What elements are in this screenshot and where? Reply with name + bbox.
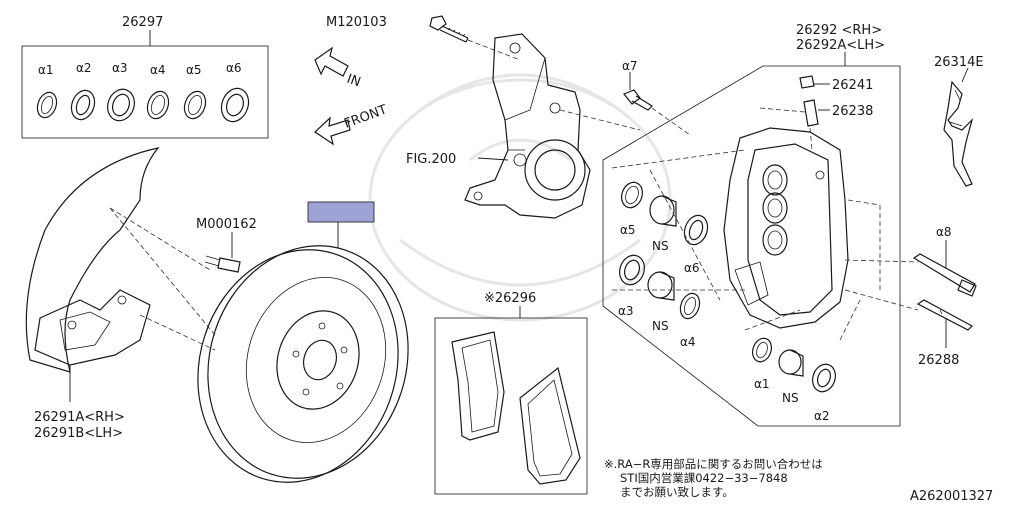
- caliper-assembly-frame: [602, 65, 901, 427]
- label-bleeder: 26238: [832, 104, 873, 119]
- label-pin: 26288: [918, 353, 959, 368]
- seal-a6[interactable]: [217, 85, 253, 126]
- label-spring: 26314E: [934, 55, 984, 70]
- label-caliper-rh: 26292 <RH>: [796, 23, 882, 38]
- label-cal-a5: α5: [620, 223, 636, 237]
- pad-kit-26296[interactable]: [434, 306, 588, 495]
- caliper-seal-a4[interactable]: [677, 291, 703, 322]
- label-cal-a1: α1: [754, 377, 770, 391]
- arrow-front-icon: [314, 116, 351, 146]
- label-seal-a1: α1: [38, 63, 54, 77]
- label-seal-a4: α4: [150, 63, 166, 77]
- label-cal-a2: α2: [814, 409, 830, 423]
- caliper-seal-a2[interactable]: [809, 361, 839, 395]
- label-cal-ns3: NS: [782, 391, 799, 405]
- label-bleeder-cap: 26241: [832, 78, 873, 93]
- seal-a3[interactable]: [103, 86, 138, 125]
- label-pad-kit: ※26296: [484, 291, 536, 306]
- pad-spring-26314e[interactable]: [943, 80, 974, 187]
- pin-26288[interactable]: [916, 299, 973, 331]
- caliper-seal-a5[interactable]: [618, 179, 646, 210]
- label-shield-rh: 26291A<RH>: [34, 410, 125, 425]
- brake-pad-outer[interactable]: [519, 366, 581, 485]
- label-seal-a2: α2: [76, 61, 92, 75]
- note-line-3: までお願い致します。: [620, 485, 734, 499]
- label-bolt-top: M120103: [326, 15, 387, 30]
- diagram-id: A262001327: [910, 489, 993, 504]
- caliper-piston-ns-1[interactable]: [649, 195, 677, 227]
- note-line-1: ※.RA−R専用部品に関するお問い合わせは: [604, 457, 823, 471]
- seal-a1[interactable]: [34, 90, 60, 121]
- label-shield-lh: 26291B<LH>: [34, 426, 123, 441]
- rotor-part-number-highlight: [307, 201, 375, 223]
- label-cal-a6: α6: [684, 261, 700, 275]
- label-bolt-mid: M000162: [196, 217, 257, 232]
- brake-pad-inner[interactable]: [451, 331, 505, 441]
- label-seal-kit: 26297: [122, 15, 163, 30]
- caliper-piston-ns-3[interactable]: [778, 349, 804, 377]
- seal-a5[interactable]: [181, 88, 209, 121]
- brake-rotor[interactable]: [168, 201, 437, 509]
- label-cal-a3: α3: [618, 304, 634, 318]
- bolt-m000162[interactable]: [204, 255, 241, 273]
- bleeder-screw-26238[interactable]: [803, 99, 819, 127]
- brake-caliper-26292[interactable]: [723, 127, 849, 329]
- bleeder-cap-26241[interactable]: [799, 75, 815, 89]
- dust-shield-26291[interactable]: [25, 147, 160, 373]
- label-seal-a5: α5: [186, 63, 202, 77]
- knuckle-fig200[interactable]: [464, 33, 591, 219]
- label-dir-front: FRONT: [342, 102, 389, 131]
- label-a7: α7: [622, 59, 638, 73]
- seal-a4[interactable]: [144, 88, 172, 121]
- caliper-seal-a3[interactable]: [616, 252, 649, 288]
- label-dir-in: IN: [345, 72, 363, 91]
- pin-a8[interactable]: [912, 253, 977, 297]
- bolt-m120103[interactable]: [429, 15, 469, 43]
- caliper-seal-a6[interactable]: [681, 212, 712, 248]
- label-caliper-lh: 26292A<LH>: [796, 38, 885, 53]
- note-line-2: STI国内営業課0422−33−7848: [620, 471, 788, 485]
- caliper-piston-ns-2[interactable]: [647, 271, 675, 301]
- arrow-in-icon: [314, 46, 349, 77]
- label-cal-a4: α4: [680, 335, 696, 349]
- label-a8: α8: [936, 225, 952, 239]
- label-fig-ref: FIG.200: [406, 152, 456, 167]
- caliper-seal-a1[interactable]: [749, 336, 774, 365]
- label-seal-a6: α6: [226, 61, 242, 75]
- label-cal-ns2: NS: [652, 319, 669, 333]
- seal-kit-26297[interactable]: [21, 30, 269, 139]
- bolt-a7[interactable]: [623, 89, 653, 111]
- seal-a2[interactable]: [68, 87, 99, 123]
- label-seal-a3: α3: [112, 61, 128, 75]
- label-cal-ns1: NS: [652, 239, 669, 253]
